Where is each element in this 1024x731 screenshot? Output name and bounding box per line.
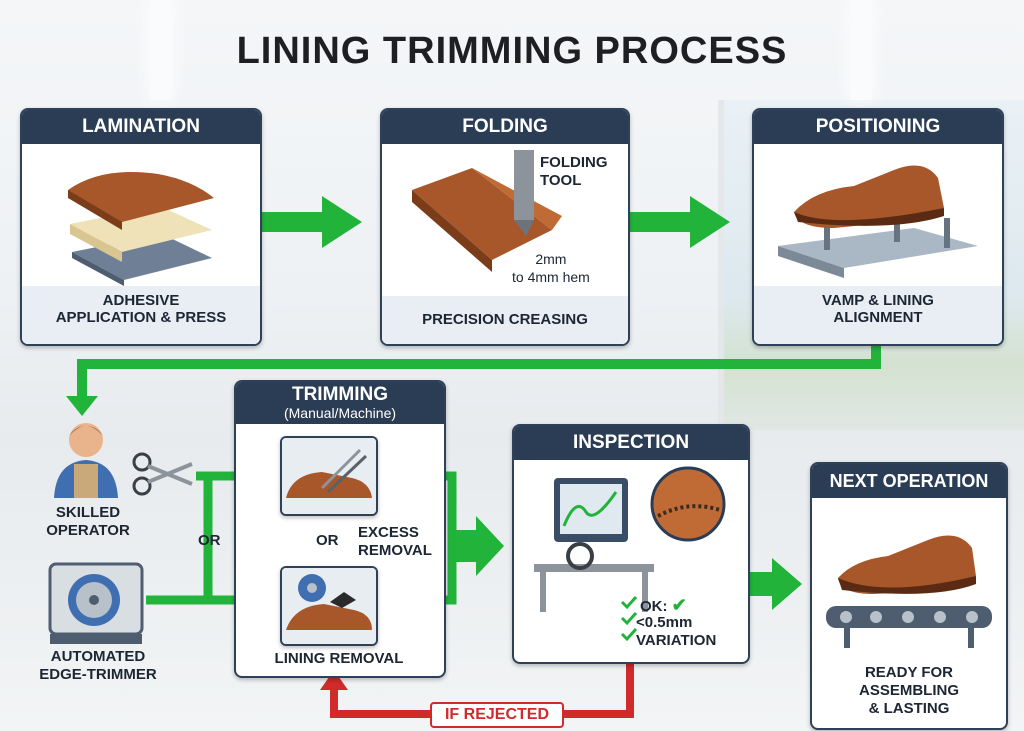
- manual-trim-illustration: [282, 438, 376, 514]
- step-inspection-title: INSPECTION: [514, 426, 748, 460]
- step-folding-title: FOLDING: [382, 110, 628, 144]
- label-line: FOLDING: [540, 154, 608, 171]
- caption-line: ALIGNMENT: [833, 309, 923, 326]
- lining-removal-label: LINING REMOVAL: [274, 650, 404, 667]
- ok-text: OK:: [640, 598, 668, 615]
- step-next-caption: READY FOR ASSEMBLING & LASTING: [812, 664, 1006, 718]
- operator-or-label: OR: [198, 532, 221, 549]
- arrow-inspection-next: [746, 558, 802, 610]
- check-icon: ✔: [671, 595, 687, 615]
- step-trimming-subtitle: (Manual/Machine): [236, 404, 444, 424]
- checklist-icon: [620, 595, 638, 642]
- caption-line: READY FOR: [864, 664, 954, 681]
- step-folding: FOLDING FOLDING TOOL 2mm to 4mm hem PREC…: [380, 108, 630, 346]
- folding-tool-label: FOLDING TOOL: [540, 154, 608, 190]
- label-line: <0.5mm: [636, 614, 693, 631]
- skilled-operator-illustration: [54, 423, 118, 498]
- arrow-positioning-operator: [77, 342, 881, 400]
- ceiling-light: [150, 0, 172, 100]
- label-line: TOOL: [540, 172, 582, 189]
- step-lamination: LAMINATION ADHESIVE APPLICATION & PRESS: [20, 108, 262, 346]
- shoe-on-conveyor-illustration: [826, 535, 992, 648]
- tolerance-label: <0.5mm VARIATION: [636, 614, 716, 650]
- ceiling-light: [850, 0, 872, 100]
- step-lamination-title: LAMINATION: [22, 110, 260, 144]
- edge-trimmer-machine-illustration: [48, 562, 144, 644]
- step-positioning: POSITIONING VAMP & LINING ALIGNMENT: [752, 108, 1004, 346]
- folding-tool-illustration: [412, 150, 562, 272]
- arrow-folding-positioning: [628, 196, 730, 248]
- label-line: OPERATOR: [46, 522, 130, 539]
- arrow-lamination-folding: [262, 196, 362, 248]
- automated-trimmer-label: AUTOMATED EDGE-TRIMMER: [28, 648, 168, 684]
- inspection-ok-label: OK: ✔: [640, 596, 687, 616]
- caption-line: APPLICATION & PRESS: [55, 309, 227, 326]
- page-title: LINING TRIMMING PROCESS: [236, 30, 788, 72]
- step-next-title: NEXT OPERATION: [812, 464, 1006, 498]
- machine-trim-illustration: [282, 568, 376, 644]
- lamination-layers-illustration: [68, 172, 214, 286]
- skilled-operator-label: SKILLED OPERATOR: [38, 504, 138, 540]
- label-line: EDGE-TRIMMER: [39, 666, 157, 683]
- hem-size-label: 2mm to 4mm hem: [512, 250, 590, 286]
- step-lamination-caption: ADHESIVE APPLICATION & PRESS: [22, 286, 260, 344]
- step-positioning-title: POSITIONING: [754, 110, 1002, 144]
- label-line: to 4mm hem: [512, 269, 590, 285]
- inspection-station-illustration: [534, 466, 726, 612]
- label-line: VARIATION: [636, 632, 717, 649]
- scissors-icon: [132, 452, 193, 496]
- label-line: AUTOMATED: [50, 648, 146, 665]
- arrow-trimming-inspection: [452, 516, 504, 576]
- label-line: SKILLED: [55, 504, 121, 521]
- step-positioning-caption: VAMP & LINING ALIGNMENT: [754, 286, 1002, 344]
- rejected-label: IF REJECTED: [430, 702, 564, 728]
- caption-line: & LASTING: [868, 700, 950, 717]
- step-folding-caption: PRECISION CREASING: [382, 296, 628, 344]
- shoe-on-jig-illustration: [778, 165, 978, 278]
- manual-trim-panel: [280, 436, 378, 516]
- step-trimming-title: TRIMMING: [236, 382, 444, 405]
- label-line: EXCESS: [358, 524, 419, 541]
- caption-line: ADHESIVE: [102, 292, 180, 309]
- caption-line: VAMP & LINING: [822, 292, 934, 309]
- label-line: REMOVAL: [358, 542, 432, 559]
- caption-line: ASSEMBLING: [858, 682, 959, 699]
- excess-removal-label: EXCESS REMOVAL: [358, 524, 432, 560]
- step-next-operation: NEXT OPERATION READY FOR ASSEMBLING & LA…: [810, 462, 1008, 730]
- machine-trim-panel: [280, 566, 378, 646]
- label-line: 2mm: [535, 251, 567, 267]
- step-inspection: INSPECTION: [512, 424, 750, 664]
- trim-or-label: OR: [316, 532, 339, 549]
